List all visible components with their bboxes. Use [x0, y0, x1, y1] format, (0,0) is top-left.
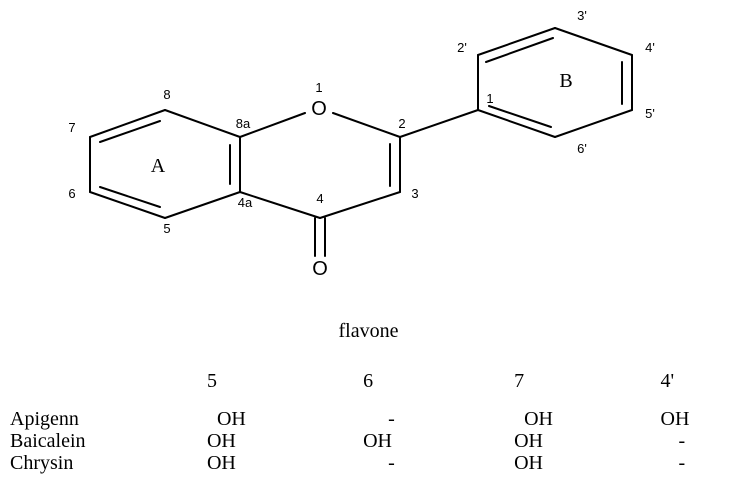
position-1: 1: [315, 80, 322, 95]
table-cell: OH: [363, 430, 392, 452]
table-row: Apigenn OH - OH OH: [0, 408, 737, 430]
position-6: 6: [68, 186, 75, 201]
position-4a: 4a: [238, 195, 253, 210]
position-6-prime: 6': [577, 141, 587, 156]
column-header: 6: [363, 370, 374, 392]
carbonyl-oxygen-atom: O: [312, 258, 328, 280]
compound-name: Chrysin: [10, 452, 74, 474]
position-4: 4: [316, 191, 323, 206]
column-header: 7: [514, 370, 525, 392]
table-cell: OH: [514, 430, 543, 452]
position-3-prime: 3': [577, 8, 587, 23]
substituent-table: 5 6 7 4' Apigenn OH - OH OH Baicalein OH…: [0, 370, 737, 474]
position-2: 2: [398, 116, 405, 131]
ring-c: [239, 112, 401, 257]
table-row: Chrysin OH - OH -: [0, 452, 737, 474]
table-row: Baicalein OH OH OH -: [0, 430, 737, 452]
ring-b-label: B: [559, 70, 572, 92]
compound-name: Apigenn: [10, 408, 79, 430]
table-cell: OH: [206, 430, 236, 452]
table-cell: OH: [206, 452, 236, 474]
column-header: 5: [206, 370, 217, 392]
position-b1: 1: [486, 91, 493, 106]
table-cell: -: [678, 452, 686, 474]
table-cell: OH: [660, 408, 690, 430]
ring-oxygen-atom: O: [311, 98, 327, 120]
table-cell: -: [678, 430, 686, 452]
position-8: 8: [163, 87, 170, 102]
position-3: 3: [411, 186, 418, 201]
position-7: 7: [68, 120, 75, 135]
table-cell: -: [388, 408, 395, 430]
position-2-prime: 2': [457, 40, 467, 55]
table-cell: OH: [514, 452, 543, 474]
position-8a: 8a: [236, 116, 251, 131]
position-5-prime: 5': [645, 106, 655, 121]
header-empty-cell: [0, 370, 177, 400]
compound-name: Baicalein: [10, 430, 86, 452]
position-5: 5: [163, 221, 170, 236]
table-cell: OH: [524, 408, 553, 430]
flavone-structure: O O A B 1 2 3 4 4a 5 6 7 8 8a 1 2' 3' 4'…: [68, 8, 655, 280]
position-4-prime: 4': [645, 40, 655, 55]
table-cell: -: [388, 452, 395, 474]
table-cell: OH: [216, 408, 246, 430]
ring-b: [399, 27, 633, 138]
ring-a: [89, 109, 241, 219]
column-header: 4': [660, 370, 675, 392]
structure-caption: flavone: [338, 320, 399, 342]
table-header-row: 5 6 7 4': [0, 370, 737, 400]
ring-a-label: A: [151, 155, 166, 177]
